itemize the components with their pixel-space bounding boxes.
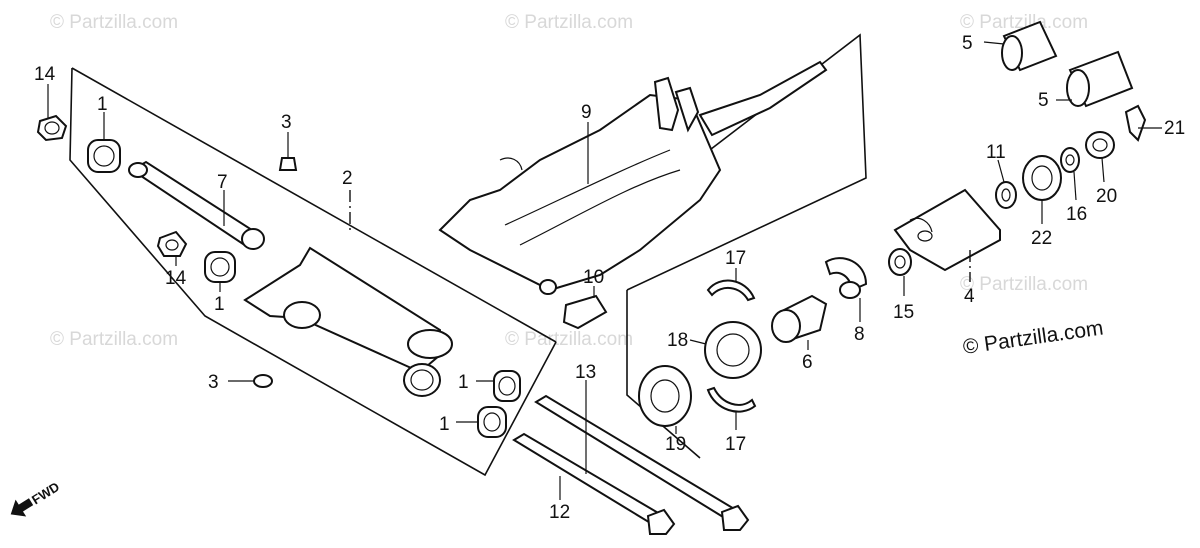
part-5-cap-bottom [1066, 50, 1134, 108]
callout-6: 6 [802, 352, 813, 373]
callout-1: 1 [439, 414, 450, 435]
part-16-washer [1060, 147, 1080, 173]
leader-lines [47, 41, 1162, 500]
part-2-swingarm-pipe [243, 246, 453, 397]
callout-13: 13 [575, 362, 596, 383]
copyright-text: © Partzilla.com [961, 316, 1104, 358]
callout-14: 14 [34, 64, 56, 85]
callout-7: 7 [217, 172, 228, 193]
part-3-fitting-bottom [253, 374, 273, 388]
callout-3: 3 [208, 372, 219, 393]
callout-5: 5 [1038, 90, 1049, 111]
part-14-nut-mid [156, 230, 188, 257]
callout-1: 1 [458, 372, 469, 393]
part-9-swingarm [438, 60, 828, 295]
callout-19: 19 [665, 434, 686, 455]
callout-4: 4 [964, 286, 975, 307]
callout-14: 14 [165, 268, 187, 289]
part-12-bolt [512, 432, 676, 535]
callout-21: 21 [1164, 118, 1185, 139]
part-10-stopper [562, 294, 608, 330]
callout-10: 10 [583, 267, 604, 288]
callout-17: 17 [725, 248, 746, 269]
callout-2: 2 [342, 168, 353, 189]
watermark: © Partzilla.com [505, 12, 633, 33]
part-19-oil-seal [638, 365, 692, 427]
callout-1: 1 [97, 94, 108, 115]
part-14-nut-top [36, 114, 68, 142]
callout-9: 9 [581, 102, 592, 123]
part-1-bushing-top [87, 139, 121, 173]
left-panel-top-edge [71, 67, 557, 343]
callout-17: 17 [725, 434, 746, 455]
part-15-washer [888, 248, 912, 276]
part-17-circlip-top [706, 279, 756, 302]
watermark: © Partzilla.com [960, 12, 1088, 33]
part-8-damper [824, 257, 868, 299]
watermark: © Partzilla.com [50, 329, 178, 350]
callout-16: 16 [1066, 204, 1087, 225]
callout-20: 20 [1096, 186, 1117, 207]
callout-1: 1 [214, 294, 225, 315]
part-3-fitting-top [278, 157, 298, 171]
part-6-joint [771, 294, 828, 343]
part-20-nut [1085, 131, 1115, 159]
callout-8: 8 [854, 324, 865, 345]
callouts: 14 1 3 2 7 14 1 3 1 1 9 10 13 12 17 18 1… [34, 33, 1185, 523]
fwd-arrow: FWD [10, 479, 62, 517]
part-4-gear-case [893, 188, 1001, 272]
watermarks: © Partzilla.com © Partzilla.com © Partzi… [50, 12, 1088, 350]
part-11-washer [995, 181, 1017, 209]
callout-18: 18 [667, 330, 688, 351]
part-17-circlip-bottom [706, 386, 757, 413]
part-22-bearing [1022, 155, 1062, 201]
part-7-pivot-shaft [128, 160, 265, 250]
part-1-bushing-mid [204, 251, 236, 283]
part-21-lockplate [1124, 104, 1147, 142]
lower-center-panel-outline [626, 290, 701, 459]
fwd-label: FWD [29, 479, 62, 507]
callout-5: 5 [962, 33, 973, 54]
part-18-bearing [704, 321, 762, 379]
watermark: © Partzilla.com [960, 274, 1088, 295]
part-1-bushing-low-a [493, 370, 521, 402]
left-panel-outline [69, 67, 557, 477]
arrow-icon [10, 498, 34, 517]
callout-11: 11 [986, 142, 1006, 163]
callout-12: 12 [549, 502, 570, 523]
part-1-bushing-low-b [477, 406, 507, 438]
callout-22: 22 [1031, 228, 1052, 249]
callout-15: 15 [893, 302, 914, 323]
watermark: © Partzilla.com [50, 12, 178, 33]
part-5-cap-top [1001, 20, 1058, 72]
callout-3: 3 [281, 112, 292, 133]
watermark: © Partzilla.com [505, 329, 633, 350]
